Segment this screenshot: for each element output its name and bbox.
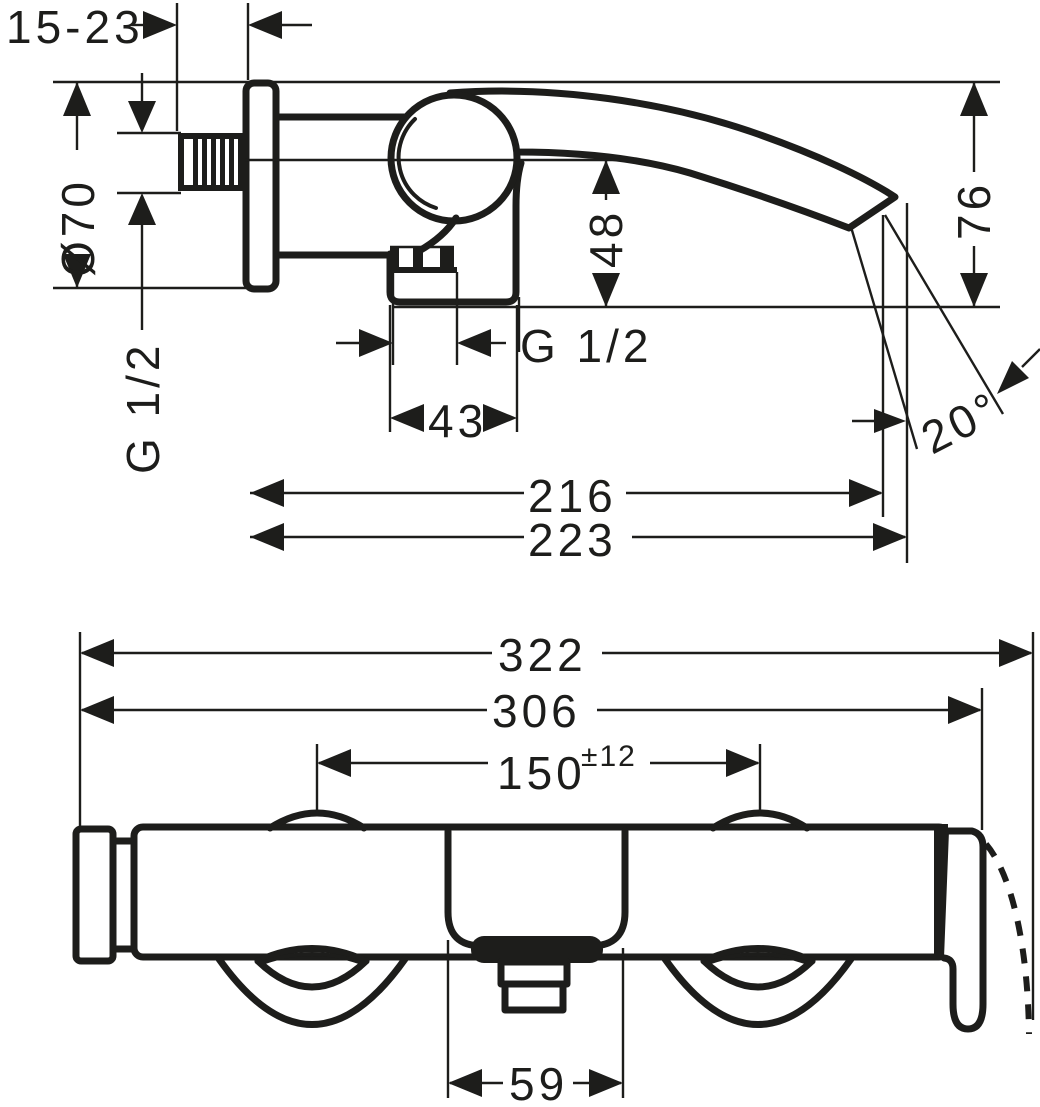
dim-spout-angle: 20°: [849, 214, 1040, 464]
dim-escutcheon-diameter: Ø70: [52, 82, 104, 288]
spout-underside-height-label: 48: [580, 209, 632, 268]
dim-inlet-thread: G 1/2: [117, 73, 169, 474]
dim-shower-outlet-thread: G 1/2: [336, 320, 653, 372]
dim-spout-underside-height: 48: [580, 160, 632, 307]
front-view-extension-lines: [78, 632, 1035, 1098]
shower-hose-dashed: [983, 842, 1032, 1035]
dim-overall-reach: 223: [250, 512, 907, 566]
left-escutcheon-arc: [215, 955, 409, 1028]
aerator-step-2: [501, 980, 567, 1014]
front-view: 322 306 150 ±12 59: [72, 629, 1035, 1107]
wall-mounting-range-label: 15-23: [6, 1, 144, 53]
right-escutcheon-arc: [661, 955, 855, 1028]
spout-housing: [444, 827, 629, 950]
inlet-thread-label: G 1/2: [117, 341, 169, 474]
dim-connection-centres: 150 ±12: [317, 740, 760, 799]
dim-spout-outlet-width: 59: [448, 1058, 623, 1107]
dim-total-height: 76: [948, 82, 1000, 307]
left-union-lens: [254, 945, 370, 991]
outlet-body-width-label: 43: [428, 395, 487, 447]
body-right-end: [934, 824, 948, 958]
handle-pivot: [387, 91, 521, 225]
overall-width-label: 322: [498, 629, 587, 681]
shower-outlet-thread-label: G 1/2: [520, 320, 653, 372]
dim-body-width: 306: [80, 685, 982, 737]
body-width-label: 306: [492, 685, 581, 737]
escutcheon: [242, 79, 280, 293]
handshower-outlet: [940, 827, 987, 1033]
total-height-label: 76: [948, 181, 1000, 240]
front-view-faucet-outline: [72, 809, 1032, 1035]
right-union-lens: [700, 945, 816, 991]
connection-centres-label: 150: [497, 747, 586, 799]
dim-wall-mounting-range: 15-23: [6, 1, 312, 53]
escutcheon-diameter-label: Ø70: [52, 178, 104, 277]
side-view-extension-lines: [53, 3, 1000, 563]
left-mount-bump: [266, 809, 368, 832]
spout: [446, 87, 899, 232]
side-view-faucet-outline: [178, 79, 899, 306]
lever-arc: [396, 117, 438, 210]
dim-overall-width: 322: [80, 629, 1033, 681]
spout-outlet-width-label: 59: [509, 1058, 568, 1107]
left-union-nut: [72, 825, 117, 965]
dim-outlet-body-width: 43: [390, 395, 517, 447]
inlet-pipe-thread-hatching: [193, 139, 243, 185]
overall-reach-label: 223: [528, 514, 617, 566]
aerator-face: [471, 936, 603, 963]
body-transition-curve: [415, 214, 460, 255]
spout-angle-label: 20°: [913, 381, 1009, 464]
side-view: 15-23 Ø70 G 1/2 48: [6, 1, 1040, 566]
connection-centres-tolerance-label: ±12: [581, 740, 637, 773]
